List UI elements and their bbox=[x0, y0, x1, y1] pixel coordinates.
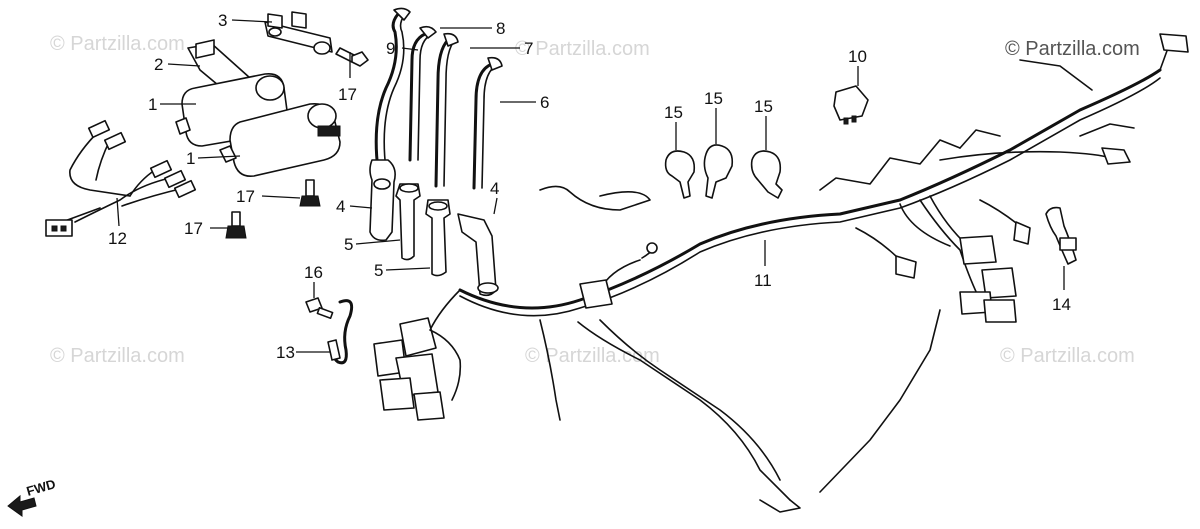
bolt-lower bbox=[225, 211, 247, 239]
callout-16: 16 bbox=[304, 263, 323, 282]
callout-5-upper: 5 bbox=[344, 235, 353, 254]
callout-14: 14 bbox=[1052, 295, 1071, 314]
callout-numbers: 3 2 1 1 17 17 17 12 8 9 7 6 4 4 5 5 10 1… bbox=[108, 11, 1071, 362]
forward-direction-indicator: FWD bbox=[7, 476, 58, 517]
callout-12: 12 bbox=[108, 229, 127, 248]
callout-6: 6 bbox=[540, 93, 549, 112]
callout-leaders bbox=[116, 19, 1065, 353]
callout-15-middle: 15 bbox=[704, 89, 723, 108]
callout-5-lower: 5 bbox=[374, 261, 383, 280]
watermark-mid-center: © Partzilla.com bbox=[525, 345, 660, 367]
coil-bracket-upper bbox=[264, 11, 333, 55]
callout-8: 8 bbox=[496, 19, 505, 38]
callout-3: 3 bbox=[218, 11, 227, 30]
harness-clamp-1 bbox=[664, 150, 696, 199]
plug-boot-left bbox=[395, 183, 421, 261]
callout-17-bottom: 17 bbox=[184, 219, 203, 238]
callout-15-left: 15 bbox=[664, 103, 683, 122]
callout-13: 13 bbox=[276, 343, 295, 362]
callout-7: 7 bbox=[524, 39, 533, 58]
main-wire-harness bbox=[373, 33, 1189, 513]
harness-clamp-4 bbox=[1045, 206, 1077, 265]
spark-plug-cap-left bbox=[369, 159, 396, 242]
harness-clamp-3 bbox=[750, 150, 783, 199]
bolt-16 bbox=[305, 297, 334, 320]
bolt-middle bbox=[299, 179, 321, 207]
relay bbox=[833, 85, 869, 125]
spark-plug-cap-right bbox=[457, 213, 499, 297]
callout-11: 11 bbox=[754, 271, 772, 290]
callout-9: 9 bbox=[386, 39, 395, 58]
callout-4-right: 4 bbox=[490, 179, 499, 198]
harness-lead-lines bbox=[819, 59, 1135, 191]
watermark-top-right: © Partzilla.com bbox=[1005, 38, 1140, 60]
watermark-top-left: © Partzilla.com bbox=[50, 33, 185, 55]
callout-17-top: 17 bbox=[338, 85, 357, 104]
sub-harness bbox=[45, 119, 197, 237]
fwd-label: FWD bbox=[25, 476, 58, 499]
callout-10: 10 bbox=[848, 47, 867, 66]
bolt-upper bbox=[335, 47, 369, 67]
ignition-coil-lower bbox=[219, 102, 341, 178]
callout-15-right: 15 bbox=[754, 97, 773, 116]
watermark-top-center: © Partzilla.com bbox=[515, 38, 650, 60]
watermarks: © Partzilla.com © Partzilla.com © Partzi… bbox=[50, 33, 1140, 367]
watermark-mid-right: © Partzilla.com bbox=[1000, 345, 1135, 367]
callout-2: 2 bbox=[154, 55, 163, 74]
callout-1-upper: 1 bbox=[148, 95, 157, 114]
plug-boot-right bbox=[425, 199, 451, 277]
spark-plug-wires bbox=[374, 7, 503, 190]
callout-17-middle: 17 bbox=[236, 187, 255, 206]
harness-clamp-2 bbox=[703, 144, 734, 199]
forward-arrow-icon bbox=[7, 494, 37, 517]
ground-wire-clip bbox=[327, 299, 354, 365]
callout-4-left: 4 bbox=[336, 197, 345, 216]
callout-1-lower: 1 bbox=[186, 149, 195, 168]
watermark-mid-left: © Partzilla.com bbox=[50, 345, 185, 367]
